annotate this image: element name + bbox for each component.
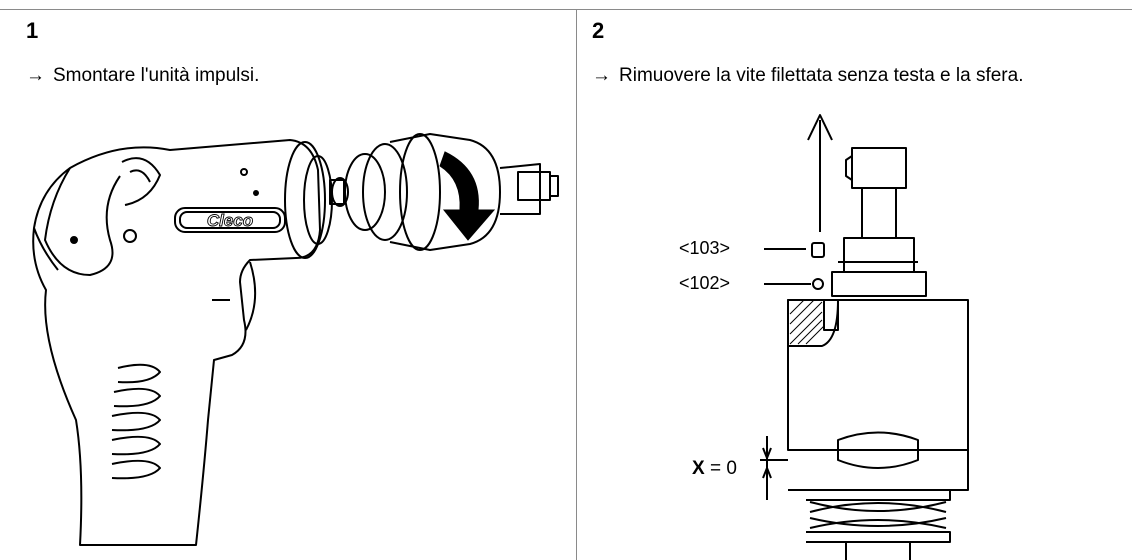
step-2-instruction: → Rimuovere la vite filettata senza test… xyxy=(592,62,1112,122)
step-1-illustration-tool: Cleco xyxy=(32,133,559,546)
step-2-illustration-drive xyxy=(760,114,969,560)
dimension-variable: X xyxy=(692,458,705,479)
step-2-arrow-icon: → xyxy=(592,65,611,86)
step-2-number: 2 xyxy=(592,18,605,43)
cleco-logo: Cleco xyxy=(207,211,253,230)
step-1-text: Smontare l'unità impulsi. xyxy=(53,65,260,86)
callout-102-label: <102> xyxy=(679,273,731,293)
step-1-number: 1 xyxy=(26,18,39,43)
callout-103-label: <103> xyxy=(679,238,731,258)
step-1-instruction: → Smontare l'unità impulsi. xyxy=(26,62,546,92)
column-divider xyxy=(576,9,577,560)
step-2-text: Rimuovere la vite filettata senza testa … xyxy=(619,65,1024,86)
step-1-arrow-icon: → xyxy=(26,65,45,86)
table-top-border xyxy=(0,9,1132,10)
dimension-value: = 0 xyxy=(704,458,737,479)
dimension-x-label: X = 0 xyxy=(692,458,737,480)
